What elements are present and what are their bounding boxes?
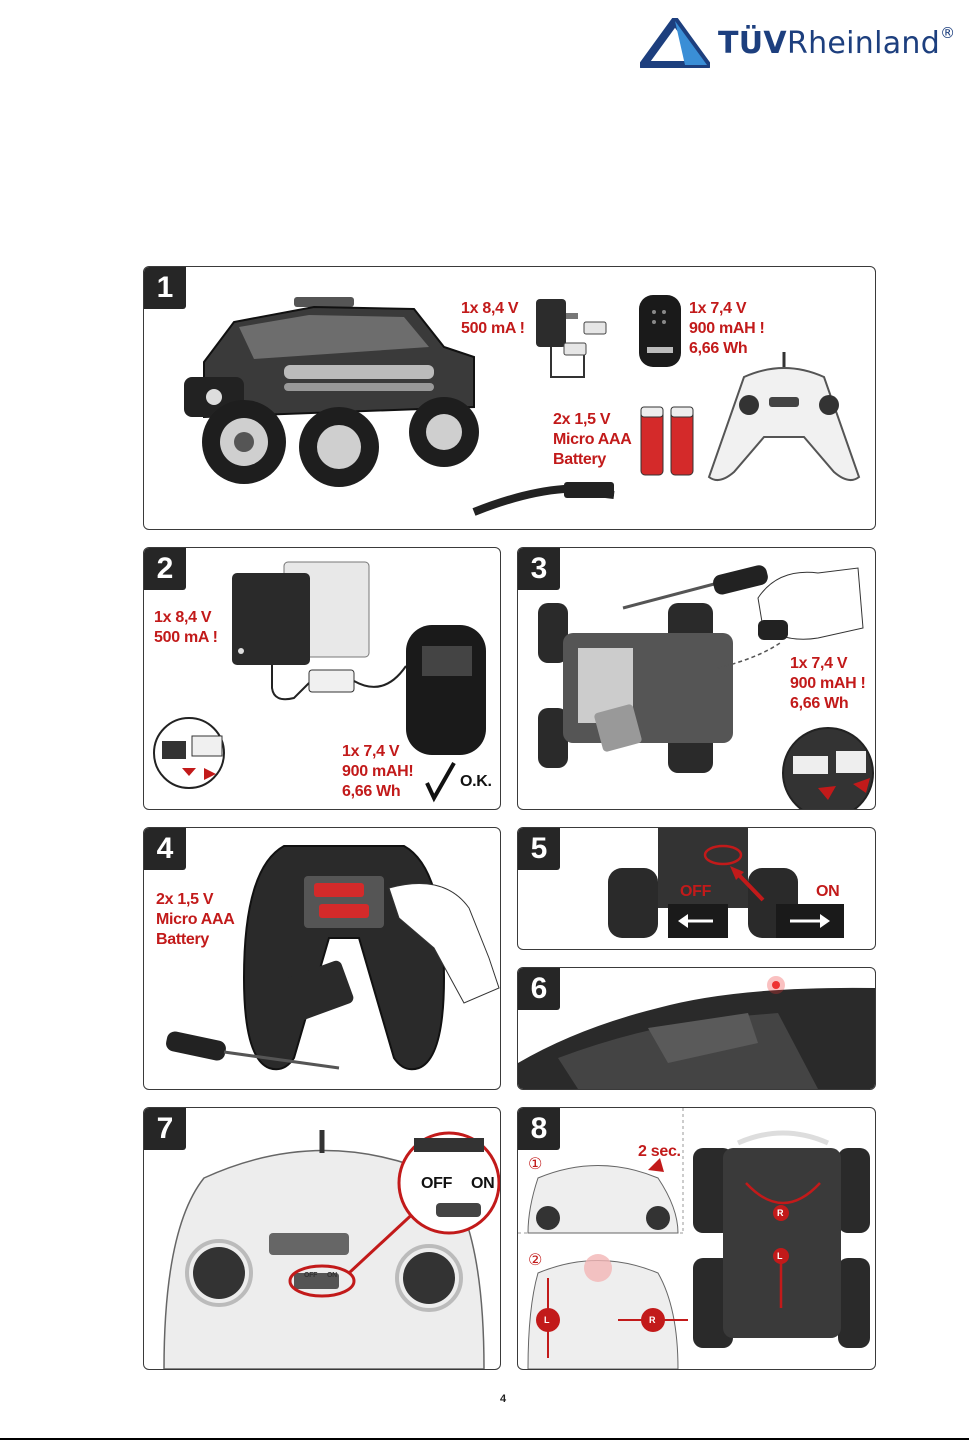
ok-label: O.K. bbox=[460, 772, 492, 792]
hold-duration-label: 2 sec. bbox=[638, 1142, 681, 1162]
switch-off-label: OFF bbox=[304, 1271, 317, 1280]
controller-pairing-icon bbox=[528, 1158, 678, 1233]
step-number: 6 bbox=[518, 968, 560, 1010]
step-8-panel: 8 2 sec. ① bbox=[517, 1107, 876, 1370]
page-number: 4 bbox=[500, 1393, 506, 1405]
step-5-panel: 5 OFF ON bbox=[517, 827, 876, 950]
step-number: 2 bbox=[144, 548, 186, 590]
off-label: OFF bbox=[421, 1174, 452, 1194]
steering-label: R bbox=[777, 1204, 783, 1222]
step-7-panel: 7 OFF ON OFF ON bbox=[143, 1107, 501, 1370]
throttle-label: L bbox=[777, 1247, 782, 1265]
step-number: 4 bbox=[144, 828, 186, 870]
rc-truck-icon bbox=[184, 297, 479, 487]
right-stick-label: R bbox=[649, 1311, 655, 1329]
truck-light-illustration bbox=[518, 968, 875, 1089]
bottom-rule bbox=[0, 1438, 969, 1440]
tuv-triangle-icon bbox=[640, 18, 710, 68]
truck-top-icon bbox=[693, 1133, 870, 1348]
charging-illustration bbox=[144, 548, 500, 809]
step-number: 1 bbox=[144, 267, 186, 309]
lanyard-icon bbox=[474, 482, 614, 512]
controller-battery-illustration bbox=[144, 828, 500, 1089]
hand-icon bbox=[758, 568, 863, 640]
controller-on-illustration bbox=[144, 1108, 500, 1369]
on-label: ON bbox=[471, 1174, 494, 1194]
on-label: ON bbox=[816, 882, 839, 902]
remote-controller-icon bbox=[709, 352, 859, 480]
truck-underside-icon bbox=[538, 603, 733, 773]
charger-icon bbox=[536, 299, 606, 377]
step-number: 5 bbox=[518, 828, 560, 870]
battery-pack-icon bbox=[639, 295, 681, 367]
battery-pack-icon bbox=[406, 625, 486, 755]
step-6-panel: 6 bbox=[517, 967, 876, 1090]
step-number: 3 bbox=[518, 548, 560, 590]
remote-controller-back-icon bbox=[244, 846, 444, 1069]
logo-wordmark: TÜVRheinland® bbox=[718, 26, 955, 61]
tuv-rheinland-logo: TÜVRheinland® bbox=[640, 18, 960, 68]
step-circle-2: ② bbox=[528, 1250, 542, 1270]
left-stick-label: L bbox=[544, 1311, 549, 1329]
off-label: OFF bbox=[680, 882, 711, 902]
step-circle-1: ① bbox=[528, 1154, 542, 1174]
step-number: 8 bbox=[518, 1108, 560, 1150]
aaa-batteries-icon bbox=[641, 407, 693, 475]
step-number: 7 bbox=[144, 1108, 186, 1150]
screwdriver-icon bbox=[623, 564, 770, 608]
pairing-driving-illustration bbox=[518, 1108, 875, 1369]
step-1-panel: 1 bbox=[143, 266, 876, 530]
switch-on-label: ON bbox=[327, 1271, 337, 1280]
controller-driving-icon bbox=[528, 1254, 688, 1369]
